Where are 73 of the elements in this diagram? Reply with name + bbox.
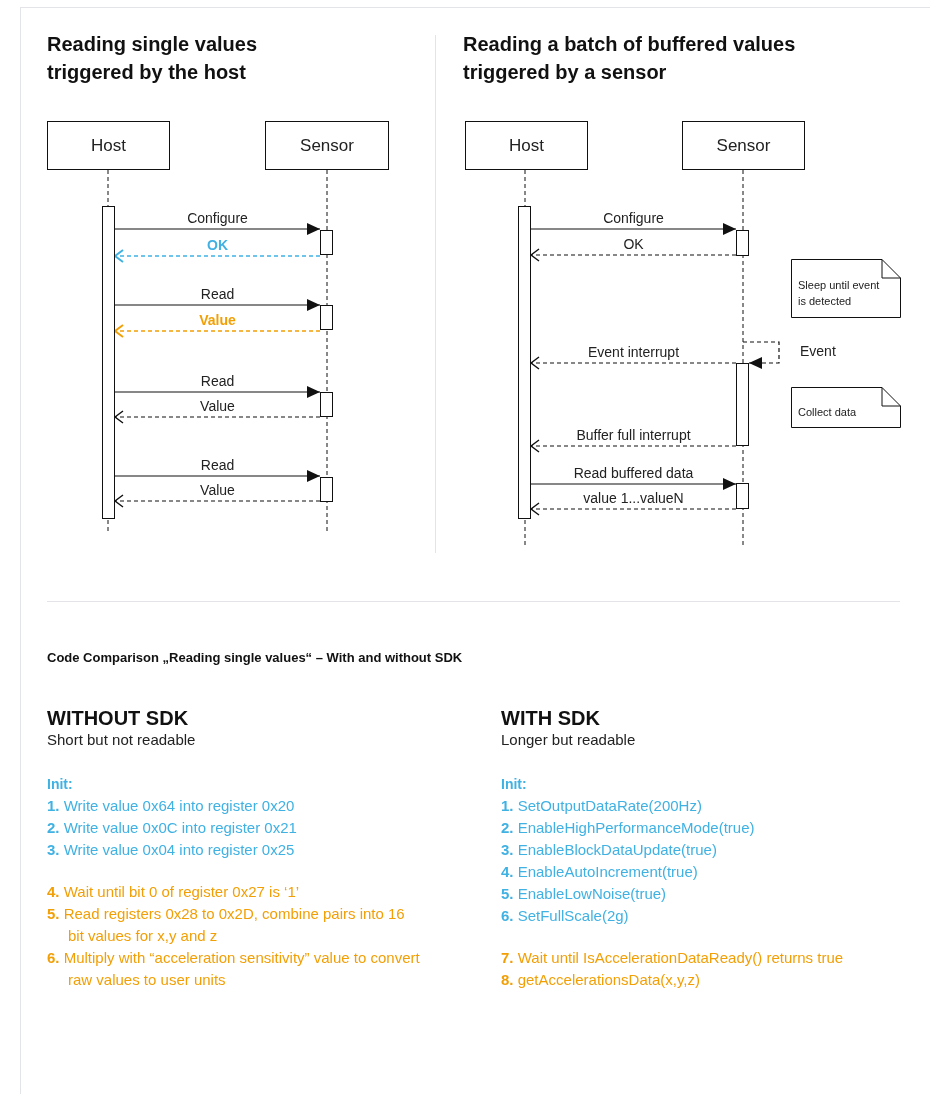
activation-bar [320, 392, 333, 417]
column-subtitle: Longer but readable [501, 730, 637, 750]
participant-label: Host [91, 134, 126, 157]
column-heading: WITHOUT SDK [47, 706, 190, 731]
edge-label: Read buffered data [571, 465, 696, 481]
edge-label: Value [197, 312, 238, 328]
activation-bar [320, 477, 333, 502]
comparison-heading: Code Comparison „Reading single values“ – With and without SDK [47, 649, 464, 667]
message-arrow [114, 386, 321, 398]
code-step: 8. getAccelerationsData(x,y,z) [501, 969, 876, 991]
message-arrow [530, 439, 737, 453]
edge-label: Read [198, 286, 237, 302]
message-arrow [114, 410, 321, 424]
code-step: 1. SetOutputDataRate(200Hz) [501, 795, 876, 817]
code-step: 1. Write value 0x64 into register 0x20 [47, 795, 422, 817]
section-heading: Reading single values triggered by the host [47, 32, 259, 85]
message-arrow [530, 356, 737, 370]
edge-label: Configure [601, 210, 666, 226]
message-arrow [114, 223, 321, 235]
column-subtitle: Short but not readable [47, 730, 197, 750]
note [791, 259, 901, 318]
note [791, 387, 901, 428]
column-heading: WITH SDK [501, 706, 601, 731]
activation-bar [102, 206, 115, 519]
participant-box [265, 121, 389, 170]
participant-label: Host [509, 134, 544, 157]
code-step: 6. SetFullScale(2g) [501, 905, 876, 927]
participant-box [465, 121, 588, 170]
edge-label: Value [198, 398, 237, 414]
message-arrow [530, 502, 737, 516]
participant-box [682, 121, 805, 170]
edge-label: Buffer full interrupt [574, 427, 693, 443]
code-step: 5. Read registers 0x28 to 0x2D, combine pairs into 16 bit values for x,y and z [47, 903, 422, 947]
edge-label: Configure [185, 210, 250, 226]
message-arrow [530, 478, 737, 490]
activation-bar [736, 230, 749, 256]
activation-bar [736, 483, 749, 509]
init-heading: Init: [501, 775, 528, 794]
code-step: 2. EnableHighPerformanceMode(true) [501, 817, 876, 839]
code-step: 6. Multiply with “acceleration sensitivity” value to convert raw values to user units [47, 947, 422, 991]
code-step: 4. EnableAutoIncrement(true) [501, 861, 876, 883]
message-arrow [530, 248, 737, 262]
note-text: Sleep until event is detected [798, 277, 881, 309]
code-step: 4. Wait until bit 0 of register 0x27 is ‘1’ [47, 881, 422, 903]
code-step: 7. Wait until IsAccelerationDataReady() returns true [501, 947, 876, 969]
code-step: 2. Write value 0x0C into register 0x21 [47, 817, 422, 839]
edge-label: value 1...valueN [581, 490, 686, 506]
message-arrow [114, 249, 321, 263]
code-step: 3. EnableBlockDataUpdate(true) [501, 839, 876, 861]
edge-label: Read [198, 457, 237, 473]
code-step: 5. EnableLowNoise(true) [501, 883, 876, 905]
message-arrow [114, 324, 321, 338]
activation-bar [320, 230, 333, 255]
code-step: 3. Write value 0x04 into register 0x25 [47, 839, 422, 861]
edge-label: Value [198, 482, 237, 498]
message-arrow [530, 223, 737, 235]
activation-bar [518, 206, 531, 519]
participant-label: Sensor [716, 134, 771, 157]
activation-bar [320, 305, 333, 330]
message-arrow [114, 470, 321, 482]
edge-label: Event [798, 343, 838, 359]
message-arrow [114, 494, 321, 508]
activation-bar [736, 363, 749, 446]
edge-label: OK [621, 236, 646, 252]
participant-box [47, 121, 170, 170]
participant-label: Sensor [300, 134, 354, 157]
message-arrow [114, 299, 321, 311]
edge-label: Read [198, 373, 237, 389]
edge-label: OK [205, 237, 230, 253]
note-text: Collect data [798, 404, 857, 420]
section-heading: Reading a batch of buffered values triggered by a sensor [463, 32, 797, 85]
message-arrow [742, 341, 780, 369]
init-heading: Init: [47, 775, 74, 794]
